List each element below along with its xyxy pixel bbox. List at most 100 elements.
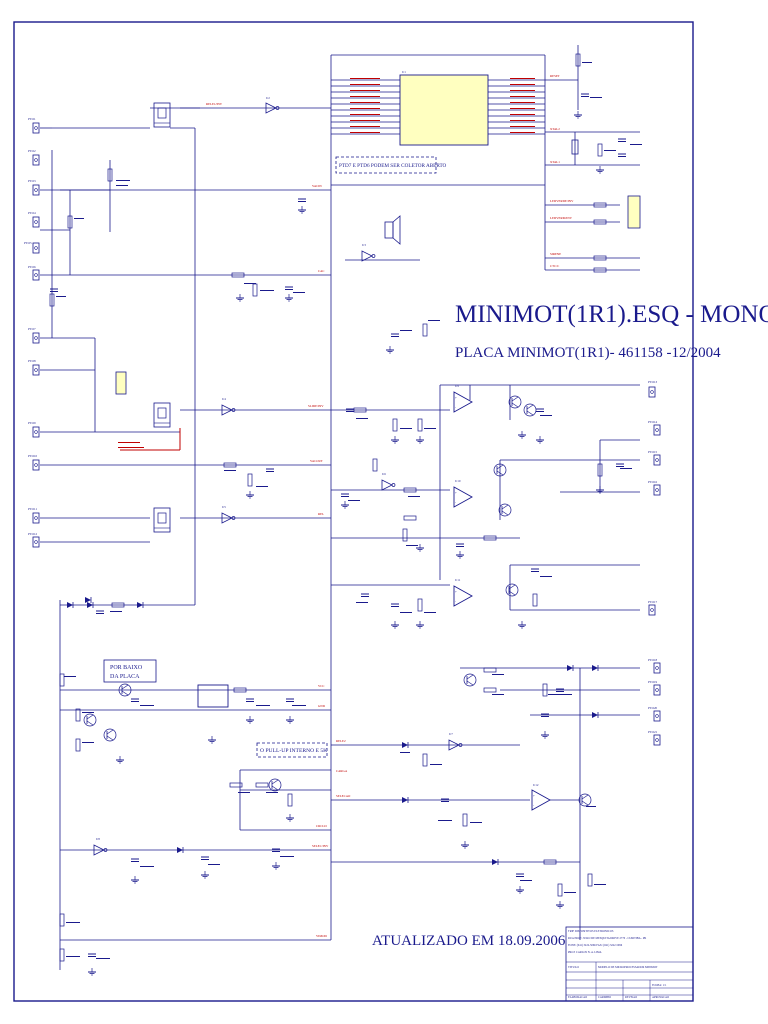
sheet-border [13, 21, 694, 1002]
buzzer [384, 215, 401, 245]
svg-text:U5: U5 [222, 505, 226, 509]
svg-text:ELABORACAO: ELABORACAO [568, 996, 587, 999]
svg-text:CTC/C: CTC/C [550, 264, 559, 268]
schematic-title: MINIMOT(1R1).ESQ - MONO [455, 301, 768, 328]
svg-text:U8: U8 [96, 837, 100, 841]
svg-text:PTO5: PTO5 [24, 241, 32, 245]
top-right-vcc [573, 53, 627, 273]
svg-text:PTO21: PTO21 [648, 730, 658, 734]
svg-text:PTO3: PTO3 [28, 179, 36, 183]
svg-text:XTAL2: XTAL2 [550, 127, 560, 131]
pullup-note: O PULL-UP INTERNO E 5K [256, 742, 328, 758]
title-block: TRIF DISPOSITIVOS ELETRONICOS RUA PROF. … [565, 926, 694, 1002]
diodes [66, 596, 599, 866]
under-board-note: POR BAIXO DA PLACA [103, 659, 157, 683]
svg-text:FOLHA: 1/1: FOLHA: 1/1 [652, 984, 667, 987]
svg-text:SELECAO: SELECAO [336, 794, 351, 798]
microcontroller-chip: U1 [399, 70, 489, 146]
svg-text:PTO16: PTO16 [648, 480, 658, 484]
svg-text:PTO17: PTO17 [648, 600, 658, 604]
net-labels-left: RELE1/INV VACIN CAC SLIDE/INV VACOUT REL… [206, 102, 351, 938]
svg-text:PTO9: PTO9 [28, 421, 36, 425]
voltage-regulator [197, 684, 229, 708]
svg-text:CRCLD: CRCLD [316, 824, 327, 828]
svg-text:PTO1: PTO1 [28, 117, 36, 121]
inverter-labels: U2 U3 U4 U5 U6 U7 U8 [96, 96, 453, 841]
svg-text:PROJ: CARLOS N. A. LIMA: PROJ: CARLOS N. A. LIMA [568, 951, 602, 954]
svg-text:PTO15: PTO15 [648, 450, 658, 454]
svg-text:PTO6: PTO6 [28, 265, 36, 269]
svg-text:VACOUT: VACOUT [310, 459, 323, 463]
svg-text:RUA PROF. JULIO DE MESQUITA DR: RUA PROF. JULIO DE MESQUITA DRIVE 2770 -… [568, 937, 646, 940]
svg-text:U3: U3 [362, 243, 366, 247]
svg-text:MODELO DE MICROPROCESSADOR MIN: MODELO DE MICROPROCESSADOR MINIMOT [598, 966, 658, 969]
svg-text:U12: U12 [533, 783, 539, 787]
svg-text:PTO12: PTO12 [28, 532, 38, 536]
svg-text:REVISAO: REVISAO [625, 996, 637, 999]
yellow-connector [115, 371, 127, 395]
svg-text:PTO2: PTO2 [28, 149, 36, 153]
net-labels-right: RESET XTAL2 XTAL1 LEDVERDE/INV LEDVERM/I… [550, 74, 574, 268]
open-collector-note: PTD7 E PTD6 PODEM SER COLETOR ABERTO [335, 156, 447, 174]
svg-text:LEDVERM/INV: LEDVERM/INV [550, 216, 573, 220]
svg-text:PTO19: PTO19 [648, 680, 658, 684]
svg-text:U7: U7 [449, 732, 453, 736]
mcu-pin-labels-right [510, 78, 535, 133]
svg-text:FONE: (041) 3222-5066 FAX: (0: FONE: (041) 3222-5066 FAX: (041) 3222-50… [568, 944, 623, 947]
svg-text:PTO14: PTO14 [648, 420, 658, 424]
svg-text:DA PLACA: DA PLACA [110, 674, 140, 680]
programming-header [627, 195, 641, 229]
updated-date: ATUALIZADO EM 18.09.2006 [372, 933, 566, 949]
svg-text:U11: U11 [455, 578, 461, 582]
svg-text:PTO10: PTO10 [28, 454, 38, 458]
svg-text:VCC: VCC [318, 684, 325, 688]
svg-text:RELE2: RELE2 [336, 739, 346, 743]
board-subtitle: PLACA MINIMOT(1R1)- 461158 -12/2004 [455, 345, 721, 361]
relay-red-note [118, 442, 144, 448]
opamps [453, 391, 551, 811]
svg-text:GND: GND [318, 704, 326, 708]
svg-text:VIMOD: VIMOD [316, 934, 327, 938]
svg-text:PTO18: PTO18 [648, 658, 658, 662]
svg-text:VACIN: VACIN [312, 184, 322, 188]
left-connectors [32, 122, 40, 548]
svg-text:CARGA: CARGA [336, 769, 348, 773]
svg-text:REL: REL [318, 512, 324, 516]
crystal-x1 [571, 139, 579, 155]
svg-text:SIRENE: SIRENE [550, 252, 561, 256]
svg-text:PTO7: PTO7 [28, 327, 36, 331]
svg-text:LEDVERDE/INV: LEDVERDE/INV [550, 199, 574, 203]
svg-text:CARIMBO: CARIMBO [598, 996, 611, 999]
opamp-labels: U9 U10 U11 U12 [455, 384, 539, 787]
svg-text:U2: U2 [266, 96, 270, 100]
right-connectors [648, 386, 661, 746]
svg-text:PTO4: PTO4 [28, 211, 36, 215]
right-connector-labels: PTO13 PTO14 PTO15 PTO16 PTO17 PTO18 PTO1… [648, 380, 658, 734]
relay-1 [153, 102, 171, 128]
svg-text:PTO8: PTO8 [28, 359, 36, 363]
mcu-pin-labels-left [350, 78, 380, 133]
svg-text:U4: U4 [222, 397, 226, 401]
red-jumper-wire [120, 428, 181, 451]
svg-text:PTO20: PTO20 [648, 706, 658, 710]
svg-text:O PULL-UP INTERNO E 5K: O PULL-UP INTERNO E 5K [260, 748, 327, 754]
svg-text:RESET: RESET [550, 74, 560, 78]
svg-text:U6: U6 [382, 472, 386, 476]
svg-text:RELE1/INV: RELE1/INV [206, 102, 223, 106]
svg-text:PTO11: PTO11 [28, 507, 37, 511]
svg-text:SLIDE/INV: SLIDE/INV [308, 404, 324, 408]
svg-text:TITULO: TITULO [568, 965, 580, 969]
svg-text:PTO13: PTO13 [648, 380, 658, 384]
transistors [83, 395, 592, 807]
svg-text:U9: U9 [455, 384, 459, 388]
svg-text:POR BAIXO: POR BAIXO [110, 665, 143, 671]
svg-text:TRIF DISPOSITIVOS ELETRONICOS: TRIF DISPOSITIVOS ELETRONICOS [568, 930, 614, 933]
wires [40, 45, 640, 970]
inverters [93, 102, 463, 856]
relay-3 [153, 507, 171, 533]
svg-text:XTAL1: XTAL1 [550, 160, 560, 164]
relay-2 [153, 402, 171, 428]
svg-text:PTD7 E PTD6 PODEM SER COLETOR: PTD7 E PTD6 PODEM SER COLETOR ABERTO [339, 163, 447, 169]
svg-text:SELEC/INV: SELEC/INV [312, 844, 329, 848]
